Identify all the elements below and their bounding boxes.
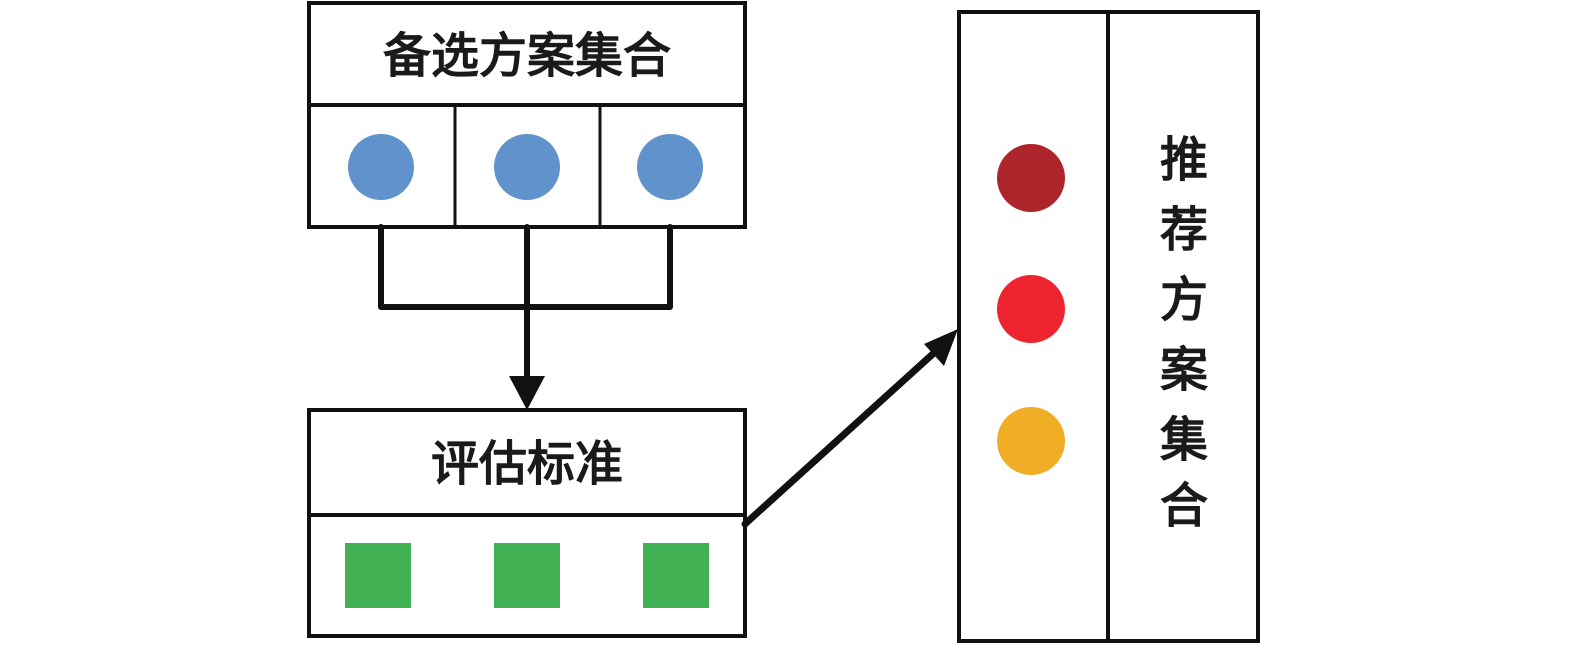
candidate-set-box: 备选方案集合	[307, 1, 747, 229]
recommended-set-box: 推 荐 方 案 集 合	[957, 10, 1260, 643]
candidate-set-title: 备选方案集合	[383, 28, 671, 84]
recommended-title-char: 案	[1160, 342, 1209, 398]
recommended-title-char: 荐	[1160, 202, 1208, 258]
diagonal-arrowhead-icon	[924, 329, 958, 366]
criteria-item-square	[494, 543, 560, 608]
candidate-item-circle	[348, 134, 414, 200]
recommended-item-circle	[997, 144, 1065, 212]
recommended-set-title: 推 荐 方 案 集 合	[1159, 132, 1209, 534]
candidate-item-circle	[494, 134, 560, 200]
recommended-title-char: 合	[1160, 478, 1208, 534]
recommended-item-circle	[997, 275, 1065, 343]
diagonal-arrow-shaft	[741, 348, 939, 528]
recommended-title-char: 集	[1159, 412, 1208, 468]
recommended-title-char: 方	[1160, 272, 1208, 328]
recommended-title-char: 推	[1160, 132, 1208, 188]
criteria-box: 评估标准	[307, 408, 747, 638]
down-arrowhead-icon	[509, 376, 545, 410]
candidate-item-circle	[637, 134, 703, 200]
criteria-item-square	[345, 543, 411, 608]
merge-connector	[378, 224, 673, 381]
criteria-title: 评估标准	[431, 436, 623, 492]
criteria-item-square	[643, 543, 709, 608]
recommended-item-circle	[997, 407, 1065, 475]
